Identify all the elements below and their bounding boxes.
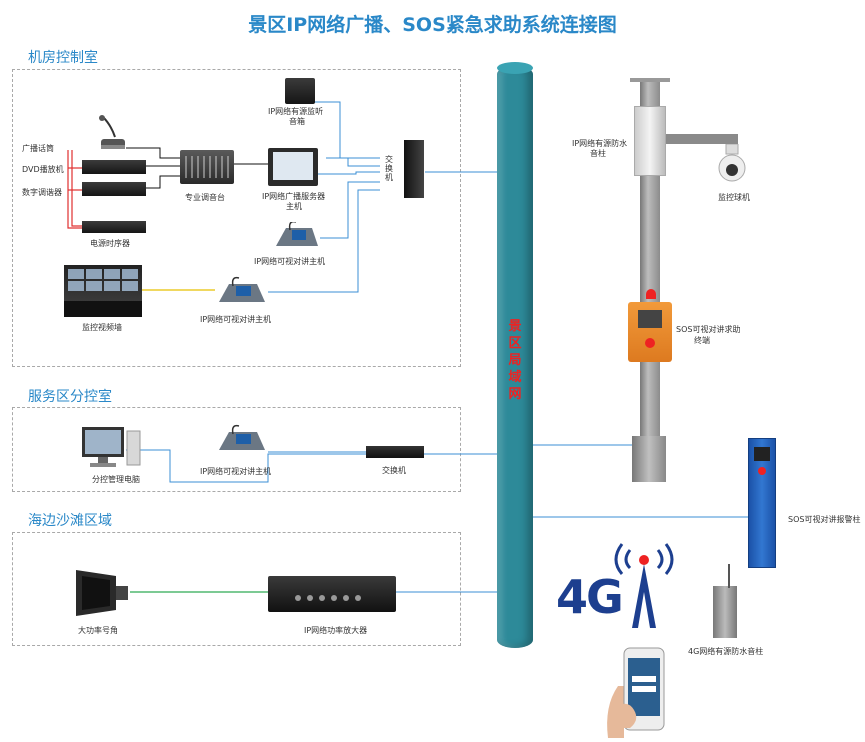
server-label-line1: IP网络广播服务器 [262,192,326,201]
four-g-logo: 4G [556,570,624,624]
lan-trunk-top [497,62,533,74]
monitor-speaker-label-line1: IP网络有源监听 [268,107,324,116]
tuner-label: 数字调谐器 [22,188,62,197]
pole-speaker [634,106,666,176]
sos-alarm-post [748,438,776,568]
power-amplifier [268,576,396,612]
monitor-speaker [285,78,315,104]
blue-wires [126,101,748,593]
sos-terminal [628,302,672,362]
pole-speaker-label-line2: 音柱 [590,149,606,158]
amplifier-label: IP网络功率放大器 [304,626,368,635]
red-wires [67,150,82,229]
control-room-zone [12,69,461,367]
smartphone [604,646,670,738]
dome-camera-label: 监控球机 [718,193,750,202]
section-title-beach: 海边沙滩区域 [28,513,112,529]
intercom-host-3-label: IP网络可视对讲主机 [200,467,272,476]
video-wall-label: 监控视频墙 [82,323,122,332]
dvd-label: DVD播放机 [22,165,64,174]
digital-tuner [82,182,146,196]
core-switch [404,140,424,198]
sos-terminal-label-line1: SOS可视对讲求助 [676,325,741,334]
intercom-host-1 [272,220,320,248]
service-room-zone [12,407,461,492]
pole-speaker-label-line1: IP网络有源防水 [572,139,628,148]
server-label-line2: 主机 [286,202,302,211]
horn-speaker [72,568,130,618]
sequencer-label: 电源时序器 [90,239,130,248]
service-pc-label: 分控管理电脑 [92,475,140,484]
intercom-host-2 [215,276,267,304]
broadcast-server [268,148,318,186]
pole-base [632,436,666,482]
mixer-label: 专业调音台 [185,193,225,202]
four-g-speaker-column [713,586,737,638]
intercom-host-1-label: IP网络可视对讲主机 [254,257,326,266]
intercom-host-2-label: IP网络可视对讲主机 [200,315,272,324]
section-title-service-room: 服务区分控室 [28,389,112,405]
lan-trunk [497,66,533,648]
black-wires [126,147,268,189]
pole-arm [656,134,738,144]
core-switch-label: 交换机 [385,155,393,182]
dome-camera [716,143,748,184]
four-g-antenna [728,564,730,588]
video-wall [64,265,142,317]
diagram-title: 景区IP网络广播、SOS紧急求助系统连接图 [248,14,617,36]
sos-terminal-label-line2: 终端 [694,336,710,345]
service-pc [80,425,142,469]
power-sequencer [82,221,146,233]
broadcast-mic [95,115,129,151]
mixer [180,150,234,184]
intercom-host-3 [215,424,267,452]
sos-post-label: SOS可视对讲报警柱 [788,515,861,524]
service-switch [366,446,424,458]
horn-label: 大功率号角 [78,626,118,635]
beach-zone [12,532,461,646]
lan-trunk-label: 景区局域网 [508,319,522,402]
mic-label: 广播话筒 [22,144,54,153]
service-switch-label: 交换机 [382,466,406,475]
pole-cap [630,78,670,82]
dvd-player [82,160,146,174]
sos-beacon [646,289,656,299]
street-pole [640,78,660,480]
four-g-column-label: 4G网络有源防水音柱 [688,647,764,656]
signal-tower-icon [604,540,684,630]
section-title-control-room: 机房控制室 [28,50,98,66]
monitor-speaker-label-line2: 音箱 [289,117,305,126]
